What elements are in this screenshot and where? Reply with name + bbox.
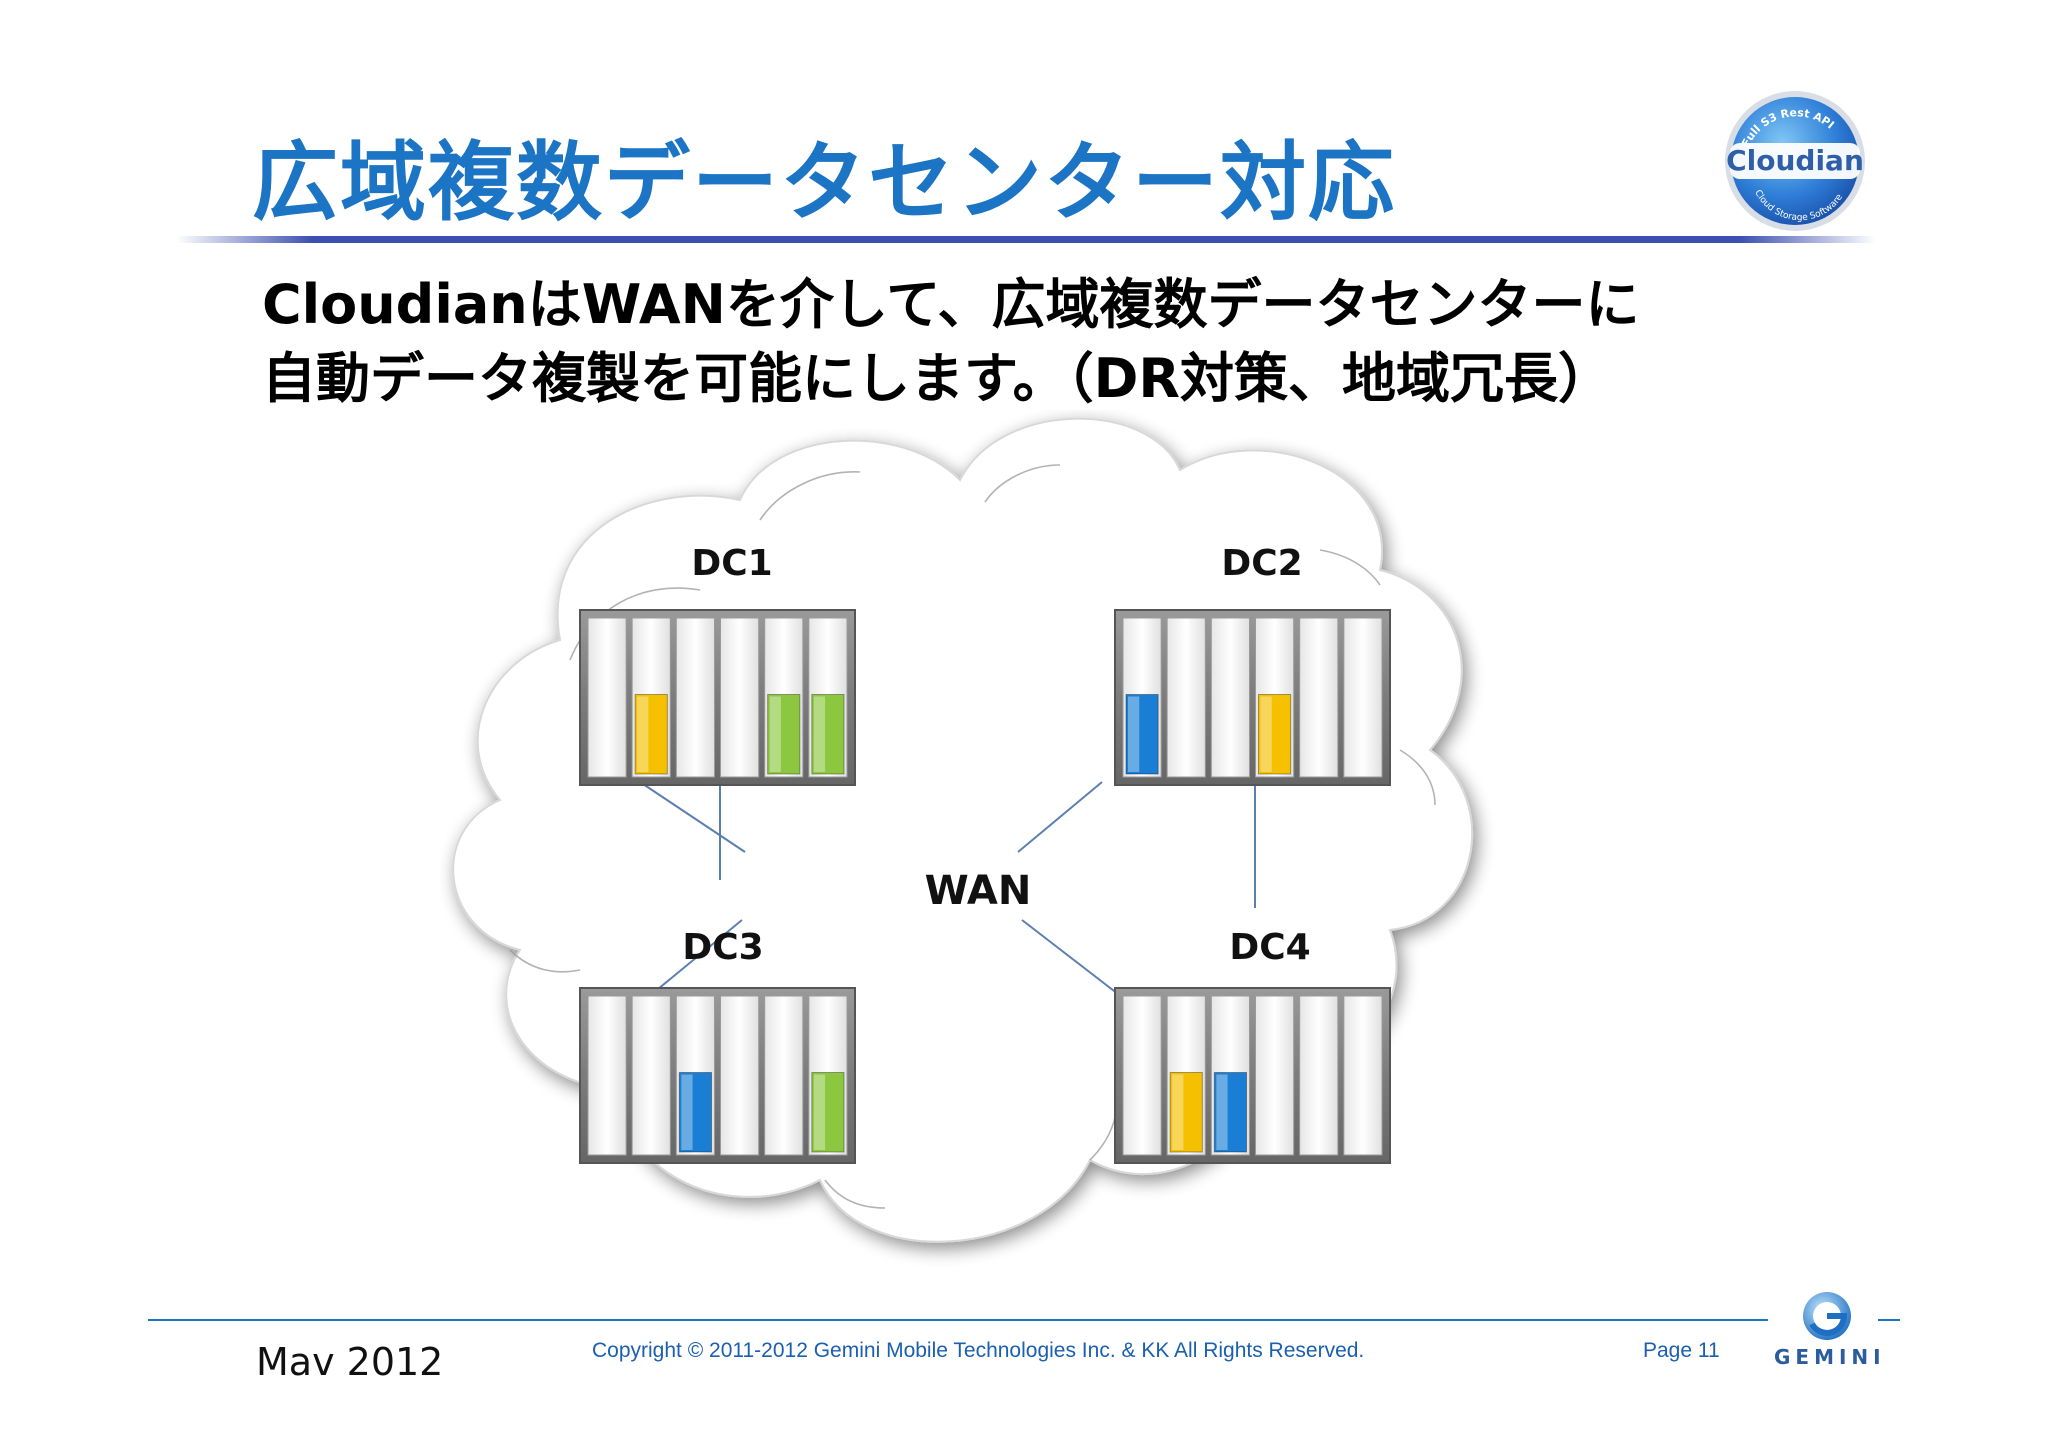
logo-brand: Cloudian: [1726, 144, 1864, 177]
data-replica-blue: [678, 1072, 712, 1153]
data-replica-green: [811, 1072, 845, 1153]
replica-highlight: [1216, 1074, 1228, 1150]
subtitle-line-1: CloudianはWANを介して、広域複数データセンターに: [262, 273, 1640, 336]
cloudian-logo: Full S3 Rest API Cloudian Cloud Storage …: [1725, 91, 1865, 231]
dc2-label: DC2: [1221, 543, 1302, 584]
footer-page-number: Page 11: [1643, 1339, 1720, 1362]
gemini-wordmark: GEMINI: [1774, 1345, 1886, 1369]
rack-slot: [1122, 995, 1162, 1156]
rack-slot: [1210, 617, 1250, 778]
replica-highlight: [637, 696, 649, 772]
rack-slot: [1343, 995, 1383, 1156]
gemini-logo-icon: [1803, 1292, 1851, 1340]
rack-slot: [1343, 617, 1383, 778]
rack-slot: [587, 995, 627, 1156]
footer-divider: [148, 1319, 1768, 1321]
replica-highlight: [813, 1074, 826, 1150]
footer-divider-tail: [1878, 1319, 1900, 1321]
slide-title: 広域複数データセンター対応: [252, 133, 1396, 233]
rack-slot: [1299, 617, 1339, 778]
rack-slot: [675, 617, 715, 778]
server-rack-dc2: [1114, 609, 1391, 786]
replica-highlight: [769, 696, 781, 772]
data-replica-blue: [1125, 694, 1159, 775]
replica-highlight: [1172, 1074, 1184, 1150]
rack-slot: [720, 617, 760, 778]
wan-diagram: WAN DC1 DC2 DC3 DC4: [452, 417, 1474, 1243]
dc3-label: DC3: [682, 927, 763, 968]
wan-label: WAN: [925, 868, 1032, 914]
rack-slot: [631, 995, 671, 1156]
server-rack-dc1: [579, 609, 856, 786]
rack-slot: [587, 617, 627, 778]
data-replica-yellow: [1258, 694, 1292, 775]
server-rack-dc3: [579, 987, 856, 1164]
replica-highlight: [1128, 696, 1140, 772]
footer-copyright: Copyright © 2011-2012 Gemini Mobile Tech…: [592, 1339, 1365, 1362]
replica-highlight: [681, 1074, 693, 1150]
rack-slot: [1299, 995, 1339, 1156]
dc1-label: DC1: [691, 543, 772, 584]
rack-slot: [764, 995, 804, 1156]
data-replica-green: [767, 694, 801, 775]
footer-date: Mav 2012: [256, 1340, 444, 1384]
title-underline: [176, 236, 1876, 243]
server-rack-dc4: [1114, 987, 1391, 1164]
rack-slot: [1255, 995, 1295, 1156]
data-replica-yellow: [1169, 1072, 1203, 1153]
data-replica-green: [811, 694, 845, 775]
slide-subtitle: CloudianはWANを介して、広域複数データセンターに 自動データ複製を可能…: [262, 268, 1640, 416]
data-replica-blue: [1213, 1072, 1247, 1153]
replica-highlight: [1260, 696, 1272, 772]
rack-slot: [720, 995, 760, 1156]
rack-slot: [1166, 617, 1206, 778]
replica-highlight: [813, 696, 826, 772]
dc4-label: DC4: [1229, 927, 1310, 968]
subtitle-line-2: 自動データ複製を可能にします。（DR対策、地域冗長）: [262, 347, 1613, 410]
data-replica-yellow: [634, 694, 668, 775]
